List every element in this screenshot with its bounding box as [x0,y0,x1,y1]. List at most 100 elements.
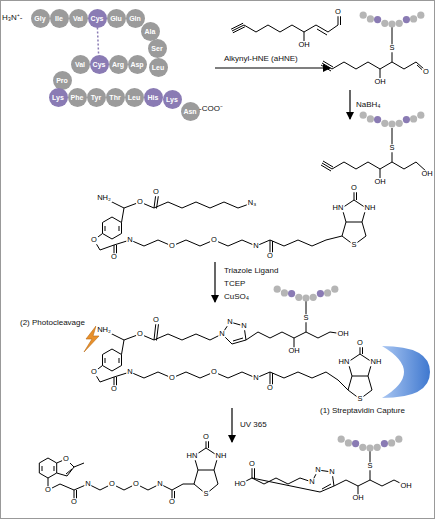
peptide-bead [281,289,288,296]
peptide-bead [388,439,395,446]
residue-circle: Pro [53,71,72,90]
atom-symbol: N [126,236,133,244]
peptide-bead [360,112,367,119]
atom-symbol: O [44,486,52,494]
atom-symbol: HO [233,480,246,488]
peptide-bead [352,440,359,447]
residue-circle: Lys [49,88,68,107]
residue-name: Tyr [91,94,101,101]
residue-name: Ser [151,45,162,52]
residue-name: Leu [152,64,164,71]
residue-circle: Glu [107,9,126,28]
peptide-bead [359,444,366,451]
atom-symbol: O [210,236,218,244]
residue-name: Leu [128,94,140,101]
peptide-bead [410,115,417,122]
residue-circle: Leu [149,58,168,77]
atom-symbol: O [136,330,144,338]
reagent-name: Alkynyl-HNE (aHNE) [224,54,298,63]
atom-symbol: OH [351,494,364,502]
atom-symbol: O [266,384,274,392]
atom-symbol: N [156,480,163,488]
atom-symbol: O [266,252,274,260]
atom-symbol: N [252,242,259,250]
residue-circle: Tyr [87,88,106,107]
condition-label: UV 365 [240,420,267,429]
residue-name: Pro [56,77,68,84]
atom-symbol: N [84,480,91,488]
peptide-beads [274,12,425,452]
atom-symbol: OH [287,347,300,355]
peptide-bead [381,440,388,447]
atom-symbol: N [328,468,335,476]
peptide-bead [410,15,417,22]
peptide-bead [388,120,395,127]
atom-symbol: N [240,322,247,330]
residue-name: Glu [110,15,122,22]
residue-circle: Ala [141,22,160,41]
atom-symbol: OH [399,482,412,490]
peptide-bead [274,286,281,293]
peptide-bead [388,20,395,27]
atom-symbol: HN [338,358,351,366]
peptide-bead [374,116,381,123]
residue-name: Lys [166,96,178,103]
residue-name: Phe [71,94,84,101]
atom-symbol: S [388,144,395,152]
peptide-bead [395,436,402,443]
peptide-bead [317,290,324,297]
residue-circle: Val [71,55,90,74]
atom-symbol: O [110,253,118,261]
atom-symbol: O [136,198,144,206]
residue-circle: Leu [125,88,144,107]
atom-symbol: O [132,480,140,488]
residue-circle: Thr [106,88,125,107]
step-label: (1) Streptavidin Capture [320,406,405,415]
peptide-bead [381,20,388,27]
atom-symbol: N [314,466,321,474]
reaction-arrows [215,68,350,442]
residue-name: Val [73,15,83,22]
atom-symbol: O [152,188,160,196]
residue-name: Cys [93,61,106,68]
atom-symbol: S [366,462,373,470]
residue-circle: His [144,88,163,107]
residue-circle: Lys [163,90,182,109]
atom-symbol: O [152,316,160,324]
atom-symbol: N₃ [247,199,257,207]
peptide-bead [367,15,374,22]
atom-symbol: S [388,44,395,52]
peptide-bead [331,286,338,293]
atom-symbol: O [90,368,98,376]
residue-circle: Cys [88,9,107,28]
atom-symbol: O [202,433,210,441]
peptide-bead [295,294,302,301]
peptide-bead [367,115,374,122]
peptide-bead [345,439,352,446]
residue-circle: Gln [126,9,145,28]
residue-name: Lys [52,94,64,101]
atom-symbol: N [126,368,133,376]
atom-symbol: O [168,374,176,382]
atom-symbol: O [356,339,364,347]
atom-symbol: OH [373,178,386,186]
atom-symbol: O [350,184,358,192]
residue-name: Gly [34,15,45,22]
atom-symbol: N [308,478,315,486]
reagent-name: NaBH₄ [356,100,381,109]
bonds [39,14,427,502]
atom-symbol: NH₂ [96,326,112,334]
atom-symbol: S [350,241,357,249]
peptide-bead [417,112,424,119]
atom-symbol: NH [364,204,377,212]
atom-symbol: HN [186,452,199,460]
atom-symbol: S [202,490,209,498]
residue-name: His [148,94,159,101]
streptavidin-shape [382,346,430,398]
atom-symbol: OH [420,170,433,178]
disulfide-bond [97,27,98,54]
atom-symbol: N [252,374,259,382]
atom-symbol: O [334,8,342,16]
peptide-bead [403,16,410,23]
